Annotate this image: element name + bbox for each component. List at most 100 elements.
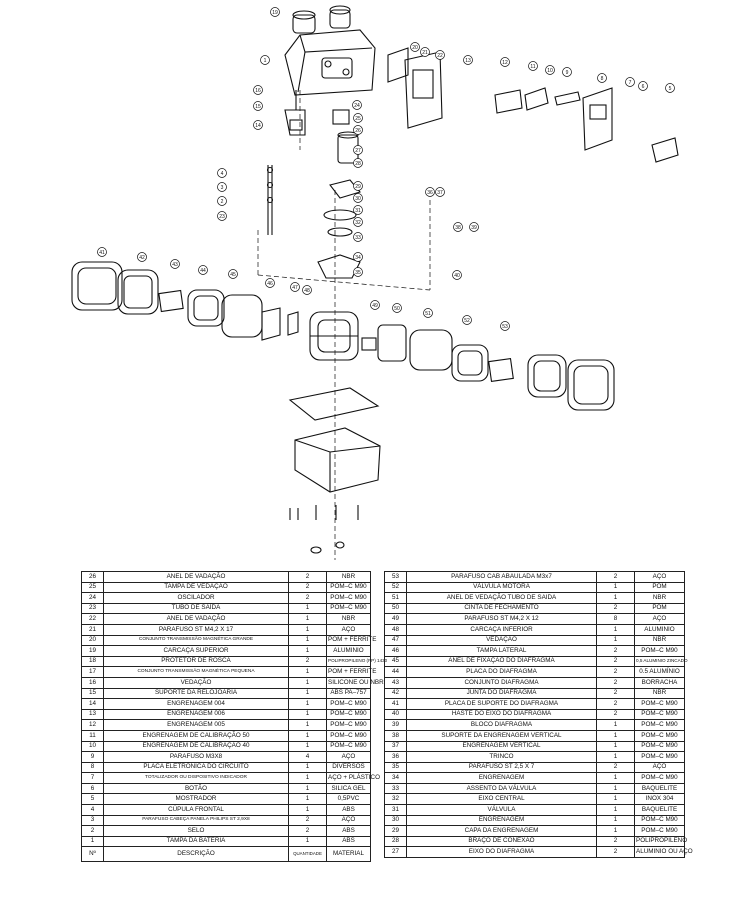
callout-circle [353,145,363,155]
callout-circle [353,232,363,242]
parts-cell-n: 44 [384,666,407,678]
parts-cell-n: 1 [81,835,104,848]
parts-cell-n: 36 [384,751,407,763]
parts-cell-n: 4 [81,804,104,816]
parts-cell-mat: ALUMINIO OU AÇO [634,846,693,859]
callout-number: 23 [219,214,225,220]
parts-cell-n: 13 [81,708,104,721]
diaphragm-left [71,261,299,341]
parts-cell-qty: 1 [596,782,635,795]
callout-circle [302,285,312,295]
parts-cell-qty: 1 [596,740,635,753]
callout-number: 37 [437,190,443,196]
parts-cell-mat: POM–C M90 [634,719,685,731]
parts-cell-desc: ANEL DE VEDAÇÃO TUBO DE SAIDA [406,592,597,604]
callout-circle [260,55,270,65]
parts-cell-mat: ABS [326,804,371,816]
parts-cell-qty: 1 [596,592,635,604]
parts-cell-qty: 2 [596,602,635,615]
parts-cell-desc: PARAFUSO M3X8 [103,751,289,763]
callout-number: 1 [264,58,267,64]
parts-cell-qty: 1 [288,687,327,700]
parts-cell-desc: CINTA DE FECHAMENTO [406,602,597,615]
parts-cell-mat: AÇO [326,623,371,636]
parts-cell-qty: 1 [288,634,327,647]
parts-cell-qty: 1 [596,719,635,731]
parts-cell-mat: POM–C M90 [634,729,685,742]
callout-number: 49 [372,303,378,309]
parts-cell-n: 49 [384,613,407,625]
callout-number: 21 [422,50,428,56]
callout-circle [253,101,263,111]
parts-cell-n: 51 [384,592,407,604]
callout-number: 33 [355,235,361,241]
callout-number: 7 [629,80,632,86]
parts-cell-qty: 1 [596,634,635,647]
callout-number: 19 [272,10,278,16]
parts-cell-mat: ALUMINIO [634,623,685,636]
parts-cell-n: 6 [81,782,104,795]
parts-cell-desc: CONJUNTO DIAFRAGMA [406,676,597,689]
callout-circle [217,182,227,192]
parts-cell-desc: CONJUNTO TRANSMISSÃO MAGNÉTICA PEQUENA [103,666,289,678]
parts-cell-qty: 1 [288,676,327,689]
callout-circle [435,187,445,197]
callout-number: 39 [471,225,477,231]
callout-circle [353,217,363,227]
upper-housing [284,5,376,96]
parts-cell-qty: 1 [596,623,635,636]
callout-circle [290,282,300,292]
parts-cell-n: 39 [384,719,407,731]
parts-cell-mat: SILICONE OU NBR [326,676,384,689]
parts-cell-desc: BRAÇO DE CONEXÃO [406,835,597,848]
parts-cell-qty: 2 [596,655,635,668]
parts-header-qty: QUANTIDADE [288,846,327,863]
parts-cell-mat: ALUMINIO [326,645,371,657]
parts-cell-n: 50 [384,602,407,615]
callout-circle [352,100,362,110]
parts-cell-qty: 2 [596,698,635,710]
parts-cell-qty: 1 [288,729,327,742]
callout-number: 29 [355,184,361,190]
callout-number: 32 [355,220,361,226]
callout-circle [228,269,238,279]
parts-cell-qty: 1 [288,782,327,795]
parts-cell-mat: AÇO [634,613,685,625]
callout-number: 36 [427,190,433,196]
parts-cell-n: 42 [384,687,407,700]
parts-cell-n: 43 [384,676,407,689]
parts-cell-desc: SUPORTE DA RELOJOARIA [103,687,289,700]
callout-circle [170,259,180,269]
parts-cell-desc: SELO [103,825,289,837]
callout-number: 3 [221,185,224,191]
callout-number: 35 [355,270,361,276]
callout-number: 16 [255,88,261,94]
parts-cell-mat: DIVERSOS [326,761,371,774]
parts-cell-desc: BLOCO DIAFRAGMA [406,719,597,731]
parts-cell-desc: PARAFUSO CAB ABAULADA M3x7 [406,571,597,583]
parts-cell-desc: ENGRENAGEM 005 [103,719,289,731]
parts-cell-n: 21 [81,623,104,636]
callout-circle [353,205,363,215]
